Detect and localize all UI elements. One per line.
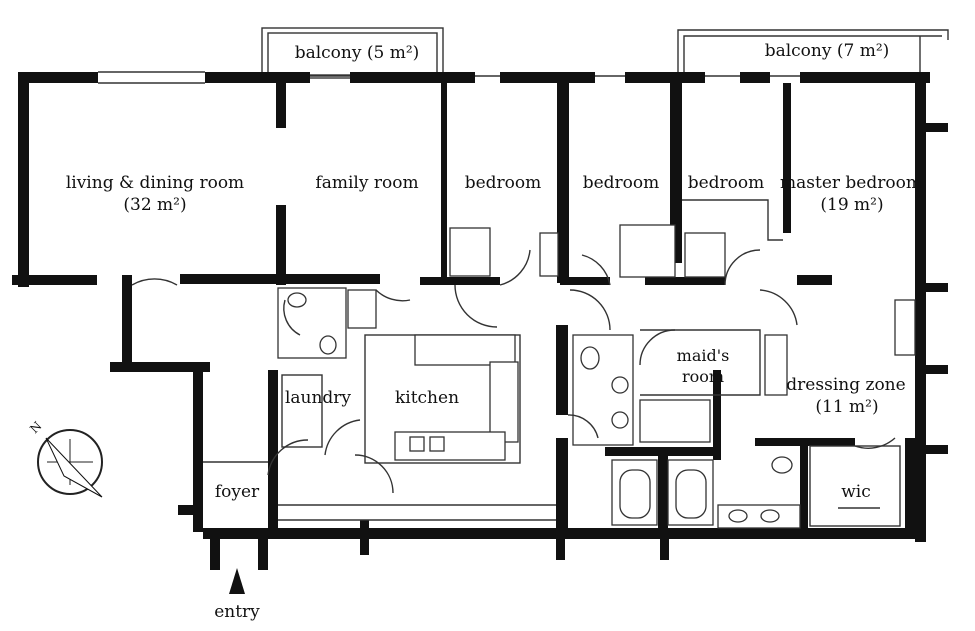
maids-room-label: maid's	[677, 346, 730, 365]
balcony-left-label: balcony (5 m²)	[295, 43, 420, 63]
door-swings	[131, 249, 896, 494]
north-arrow-icon: N	[27, 419, 103, 498]
walls	[12, 72, 948, 570]
living-room-label: living & dining room	[66, 173, 244, 193]
bedroom-3-label: bedroom	[688, 173, 765, 193]
dressing-zone-area: (11 m²)	[815, 397, 878, 417]
family-room-label: family room	[315, 173, 418, 193]
bedroom-2-label: bedroom	[583, 173, 660, 193]
entry-arrow-icon	[229, 568, 245, 594]
master-bedroom-area: (19 m²)	[820, 195, 883, 215]
balcony-right	[677, 29, 949, 78]
master-bedroom-label: master bedroom	[780, 173, 922, 193]
living-room-area: (32 m²)	[123, 195, 186, 215]
kitchen-label: kitchen	[395, 388, 459, 408]
bedroom-1-label: bedroom	[465, 173, 542, 193]
balcony-right-label: balcony (7 m²)	[765, 41, 890, 61]
entry-label: entry	[214, 602, 260, 622]
dressing-zone-label: dressing zone	[786, 375, 905, 395]
wic-label: wic	[841, 482, 871, 502]
foyer-label: foyer	[215, 482, 260, 502]
room-labels: balcony (5 m²) balcony (7 m²) living & d…	[66, 41, 922, 622]
compass-n-label: N	[27, 419, 44, 436]
laundry-label: laundry	[285, 388, 351, 408]
maids-room-label-2: room	[682, 367, 724, 386]
windows	[98, 71, 800, 84]
